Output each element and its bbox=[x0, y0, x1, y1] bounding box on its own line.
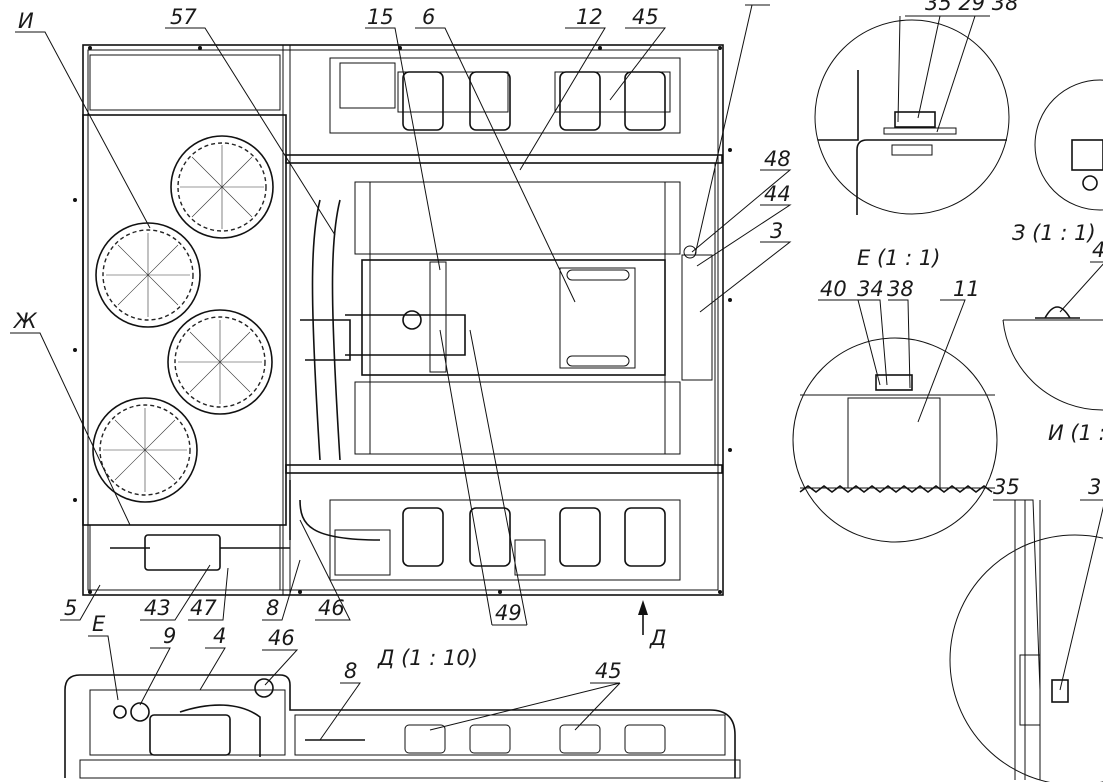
label-38: 38 bbox=[887, 277, 914, 301]
detail-Z bbox=[1002, 79, 1103, 411]
label-6: 6 bbox=[422, 5, 435, 29]
detail-E bbox=[814, 15, 1010, 215]
label-43: 43 bbox=[144, 596, 171, 620]
label-3-detail: 3 bbox=[1088, 475, 1101, 499]
label-5: 5 bbox=[64, 596, 77, 620]
label-44: 44 bbox=[764, 182, 791, 206]
detail-Zh bbox=[792, 299, 998, 543]
label-47: 47 bbox=[190, 596, 217, 620]
main-view bbox=[73, 44, 732, 635]
callout-labels: И 57 15 6 12 45 48 44 3 Ж 5 43 47 8 46 4… bbox=[12, 0, 1103, 683]
bolt-dots bbox=[73, 46, 732, 594]
view-direction-arrow bbox=[638, 600, 648, 635]
compressors-top bbox=[397, 71, 671, 131]
detail-Z-title: З (1 : 1) bbox=[1012, 221, 1096, 245]
label-I: И bbox=[18, 9, 34, 33]
compressors-bottom bbox=[402, 507, 666, 567]
label-45-bottom: 45 bbox=[595, 659, 622, 683]
label-49: 49 bbox=[495, 601, 522, 625]
label-4: 4 bbox=[213, 624, 226, 648]
label-8: 8 bbox=[266, 596, 279, 620]
bottom-view bbox=[64, 635, 741, 779]
label-E-bottom: E bbox=[92, 612, 106, 636]
detail-I-title: И (1 : bbox=[1048, 421, 1103, 445]
label-15: 15 bbox=[367, 5, 394, 29]
label-48: 48 bbox=[764, 147, 791, 171]
bottom-view-title: Д (1 : 10) bbox=[377, 646, 478, 670]
label-Zh: Ж bbox=[12, 309, 38, 333]
fan-panel bbox=[82, 114, 287, 526]
fan-grilles bbox=[92, 135, 274, 503]
label-34: 34 bbox=[857, 277, 884, 301]
label-35: 35 bbox=[993, 475, 1020, 499]
label-8-bottom: 8 bbox=[344, 659, 357, 683]
label-46-bottom: 46 bbox=[268, 626, 295, 650]
label-45: 45 bbox=[632, 5, 659, 29]
label-11: 11 bbox=[953, 277, 980, 301]
detail-E-title: E (1 : 1) bbox=[857, 246, 940, 270]
detail-I bbox=[949, 499, 1103, 782]
leader-lines bbox=[10, 4, 792, 626]
detail-Z-label: 4 bbox=[1092, 238, 1103, 262]
detail-E-labels: 35 29 38 bbox=[925, 0, 1019, 15]
label-12: 12 bbox=[576, 5, 603, 29]
heat-exchanger bbox=[361, 259, 666, 376]
label-9: 9 bbox=[163, 624, 176, 648]
label-40: 40 bbox=[820, 277, 847, 301]
label-57: 57 bbox=[170, 5, 197, 29]
label-46: 46 bbox=[318, 596, 345, 620]
label-3: 3 bbox=[770, 219, 783, 243]
label-D: Д bbox=[649, 626, 666, 650]
